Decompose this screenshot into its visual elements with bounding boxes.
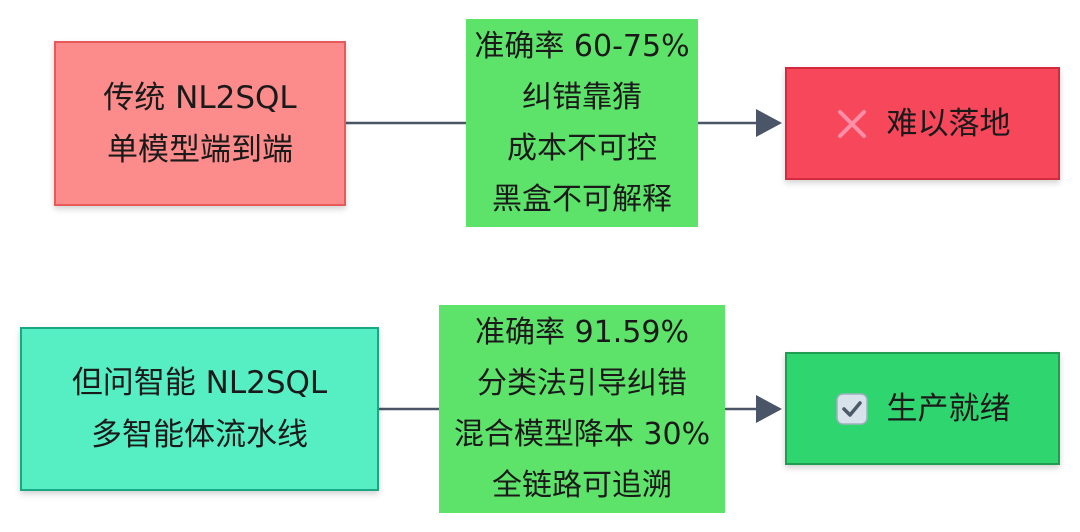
source-box-danwen: 但问智能 NL2SQL 多智能体流水线 [20,327,379,491]
middle-line-2: 纠错靠猜 [522,80,642,115]
middle-line-4: 黑盒不可解释 [492,182,672,217]
source-line-2: 单模型端到端 [107,131,293,168]
middle-line-1: 准确率 91.59% [475,315,689,350]
middle-line-1: 准确率 60-75% [474,29,690,64]
arrow-head [756,109,782,137]
middle-box-traditional: 准确率 60-75% 纠错靠猜 成本不可控 黑盒不可解释 [466,19,698,227]
check-box-icon [835,392,869,426]
arrow-head [756,395,782,423]
result-box-production-ready: 生产就绪 [785,352,1060,465]
middle-line-3: 混合模型降本 30% [453,417,711,452]
middle-line-3: 成本不可控 [507,131,657,166]
source-box-traditional: 传统 NL2SQL 单模型端到端 [54,41,346,206]
result-label: 难以落地 [886,105,1011,142]
cross-icon [835,107,869,141]
result-box-hard-to-deploy: 难以落地 [785,67,1060,180]
middle-line-4: 全链路可追溯 [492,468,672,503]
source-line-1: 传统 NL2SQL [103,79,297,116]
source-line-2: 多智能体流水线 [91,417,308,453]
middle-box-danwen: 准确率 91.59% 分类法引导纠错 混合模型降本 30% 全链路可追溯 [439,305,725,513]
result-label: 生产就绪 [886,390,1011,427]
source-line-1: 但问智能 NL2SQL [71,365,328,401]
middle-line-2: 分类法引导纠错 [477,366,687,401]
